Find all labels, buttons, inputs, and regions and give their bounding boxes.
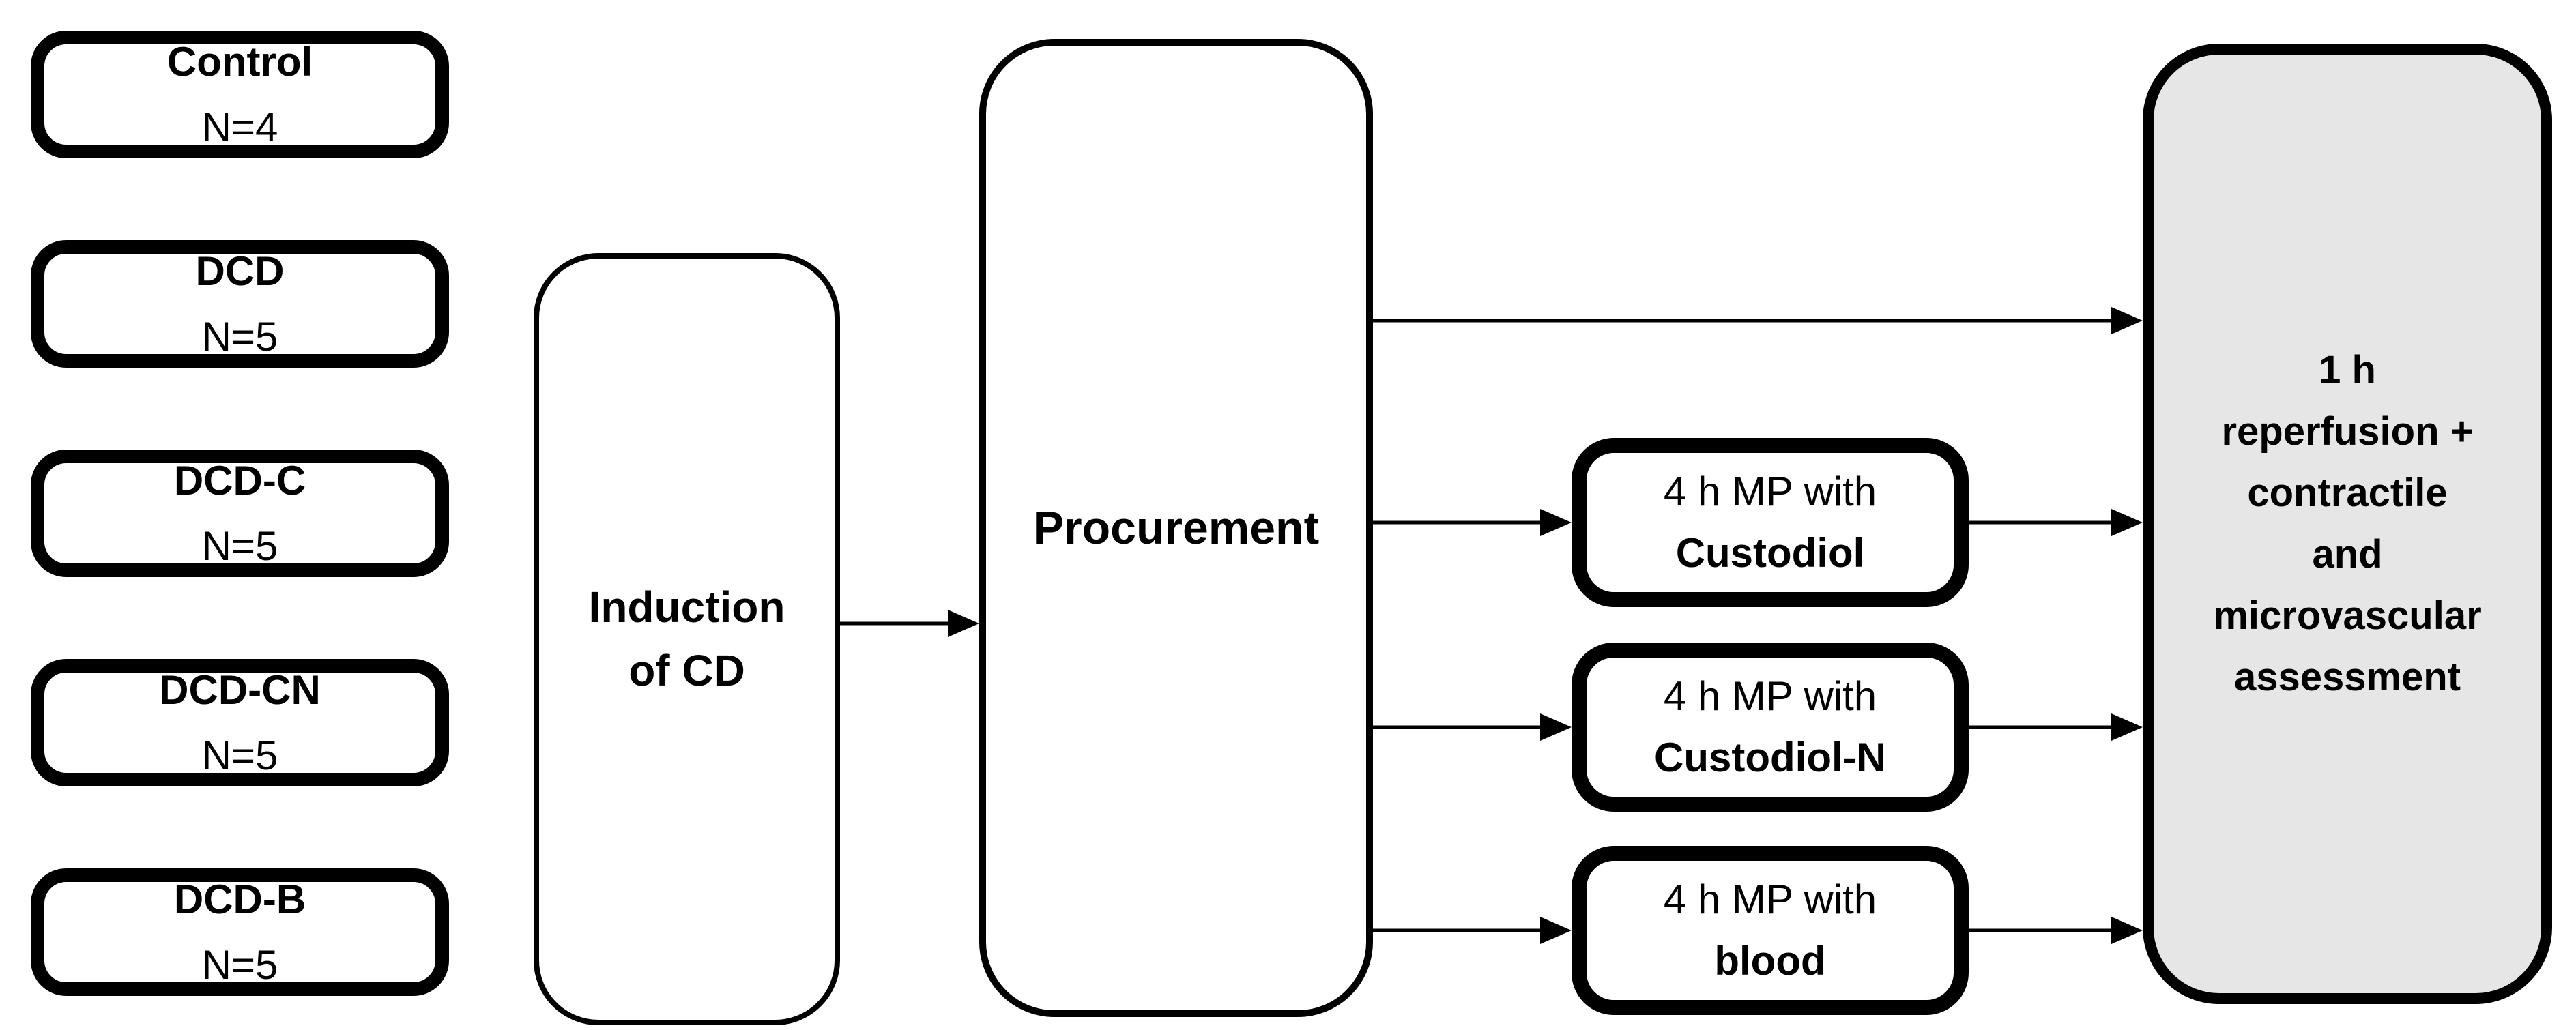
mp-duration-line: 4 h MP with [1663, 877, 1877, 922]
group-label: DCD-B [173, 876, 306, 922]
arrow-custodiol-to-outcome [1965, 509, 2143, 536]
arrow-induction-to-procurement [837, 610, 979, 637]
group-label: DCD-C [173, 457, 306, 503]
mp-custodiol-n-box: 4 h MP with Custodiol-N [1572, 643, 1969, 812]
group-box-dcd-cn: DCD-CN N=5 [31, 659, 449, 786]
group-sample-size: N=5 [201, 941, 278, 988]
mp-blood-box: 4 h MP with blood [1572, 846, 1969, 1015]
outcome-line: 1 h [2319, 348, 2376, 393]
group-label: DCD [195, 248, 285, 294]
mp-duration-line: 4 h MP with [1663, 673, 1877, 719]
group-sample-size: N=5 [201, 732, 278, 778]
arrow-procurement-to-outcome-direct [1337, 307, 2143, 334]
group-box-dcd-c: DCD-C N=5 [31, 450, 449, 577]
group-label: DCD-CN [159, 666, 321, 713]
arrow-blood-to-outcome [1965, 917, 2143, 944]
arrow-custodiol-n-to-outcome [1965, 713, 2143, 741]
outcome-line: and [2312, 532, 2383, 576]
outcome-line: reperfusion + [2221, 409, 2474, 454]
group-sample-size: N=5 [201, 523, 278, 569]
group-label: Control [167, 38, 313, 85]
induction-of-cd-box: Induction of CD [534, 253, 840, 1025]
induction-line2: of CD [628, 646, 745, 695]
outcome-box: 1 h reperfusion + contractile and microv… [2143, 44, 2552, 1004]
mp-custodiol-box: 4 h MP with Custodiol [1572, 438, 1969, 607]
group-box-dcd: DCD N=5 [31, 240, 449, 368]
group-sample-size: N=5 [201, 313, 278, 359]
mp-solution-line: Custodiol-N [1654, 735, 1886, 780]
mp-solution-line: Custodiol [1675, 530, 1865, 576]
group-box-control: Control N=4 [31, 31, 449, 158]
outcome-line: assessment [2233, 654, 2461, 699]
induction-line1: Induction [588, 583, 785, 632]
group-sample-size: N=4 [201, 104, 278, 150]
mp-solution-line: blood [1714, 938, 1826, 984]
procurement-box: Procurement [979, 39, 1373, 1017]
procurement-label: Procurement [1032, 502, 1320, 554]
outcome-line: microvascular [2213, 593, 2482, 638]
outcome-line: contractile [2247, 471, 2448, 516]
mp-duration-line: 4 h MP with [1663, 469, 1877, 514]
group-box-dcd-b: DCD-B N=5 [31, 868, 449, 996]
